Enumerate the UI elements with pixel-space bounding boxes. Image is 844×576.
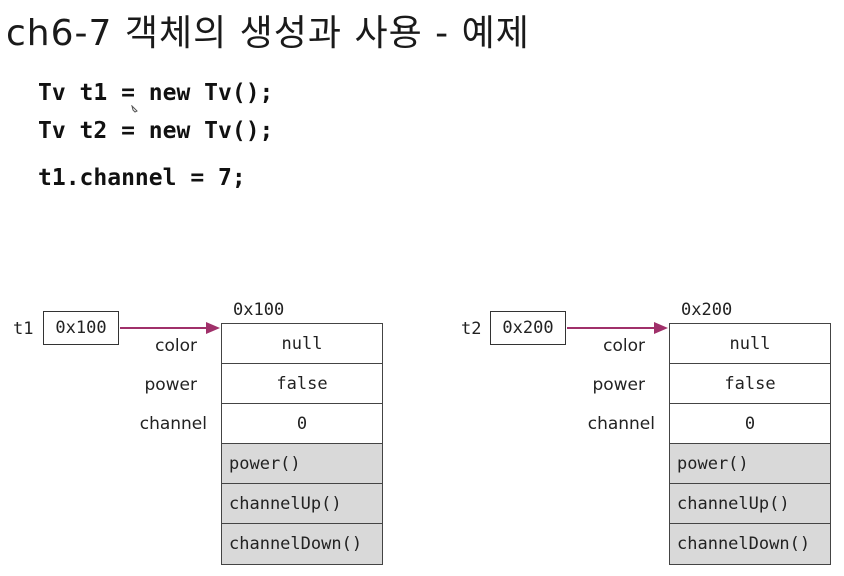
field-value-color: null: [670, 324, 830, 364]
field-value-color: null: [222, 324, 382, 364]
method-channel-down: channelDown(): [222, 524, 382, 564]
arrowhead-t2: [654, 322, 668, 334]
method-channel-up: channelUp(): [222, 484, 382, 524]
address-label-t2: 0x200: [681, 300, 733, 320]
field-label-power: power: [592, 375, 645, 395]
slide-title: ch6-7 객체의 생성과 사용 - 예제: [6, 13, 530, 54]
field-label-power: power: [144, 375, 197, 395]
field-value-channel: 0: [670, 404, 830, 444]
field-value-power: false: [222, 364, 382, 404]
object-box-t1: null false 0 power() channelUp() channel…: [221, 323, 383, 565]
method-channel-up: channelUp(): [670, 484, 830, 524]
code-line-2: Tv t2 = new Tv();: [38, 118, 274, 144]
method-power: power(): [670, 444, 830, 484]
method-power: power(): [222, 444, 382, 484]
field-value-channel: 0: [222, 404, 382, 444]
address-label-t1: 0x100: [233, 300, 285, 320]
var-name-t2: t2: [461, 319, 482, 339]
field-label-channel: channel: [139, 414, 207, 434]
arrowhead-t1: [206, 322, 220, 334]
field-label-channel: channel: [587, 414, 655, 434]
field-value-power: false: [670, 364, 830, 404]
method-channel-down: channelDown(): [670, 524, 830, 564]
mouse-cursor-icon: [131, 105, 138, 113]
reference-box-t1: 0x100: [43, 311, 119, 345]
code-line-3: t1.channel = 7;: [38, 165, 246, 191]
field-label-color: color: [155, 336, 197, 356]
field-label-color: color: [603, 336, 645, 356]
reference-box-t2: 0x200: [490, 311, 566, 345]
object-box-t2: null false 0 power() channelUp() channel…: [669, 323, 831, 565]
var-name-t1: t1: [13, 319, 34, 339]
code-line-1: Tv t1 = new Tv();: [38, 80, 274, 106]
